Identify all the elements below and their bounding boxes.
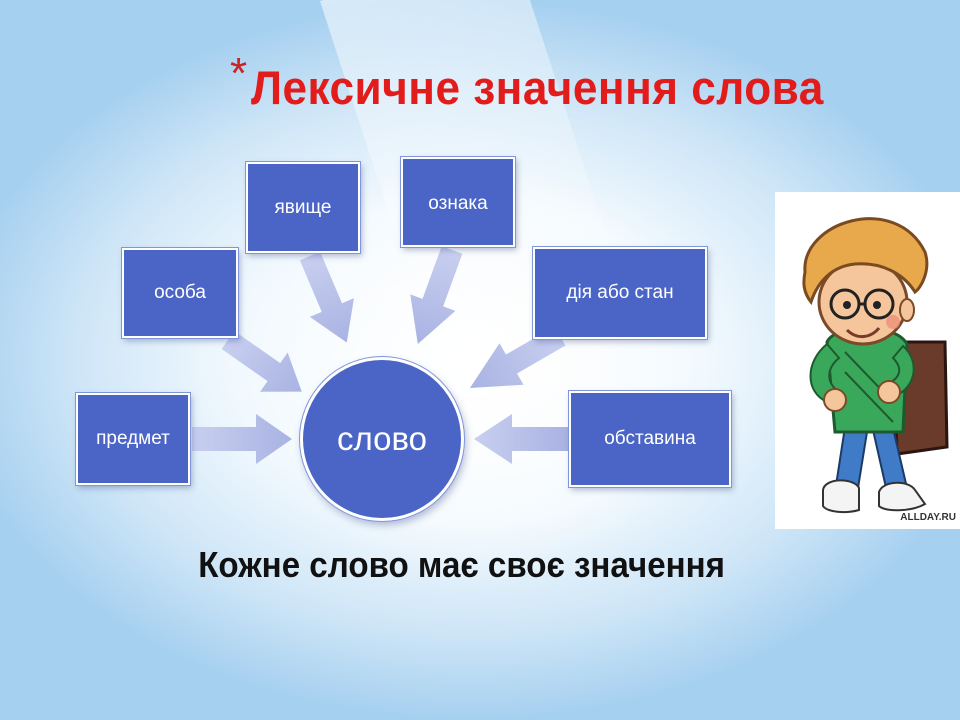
node-osoba: особа bbox=[122, 248, 238, 338]
node-oznaka: ознака bbox=[401, 157, 515, 247]
node-diya: дія або стан bbox=[533, 247, 707, 339]
schoolboy-illustration bbox=[802, 217, 949, 514]
title-block: * Лексичне значення слова bbox=[230, 50, 860, 130]
center-node-slovo: слово bbox=[300, 357, 464, 521]
arrow-obstavyna bbox=[474, 414, 568, 464]
title-bullet: * bbox=[230, 49, 248, 98]
arrow-predmet bbox=[192, 414, 292, 464]
arrow-yavyshche bbox=[299, 251, 354, 343]
arrow-diya bbox=[469, 326, 566, 388]
slide-subtitle: Кожне слово має своє значення bbox=[198, 544, 726, 585]
node-predmet: предмет bbox=[76, 393, 190, 485]
arrow-osoba bbox=[221, 330, 302, 392]
arrow-oznaka bbox=[410, 246, 463, 344]
slide-title: Лексичне значення слова bbox=[251, 61, 824, 114]
node-obstavyna: обставина bbox=[569, 391, 731, 487]
boy-clipart: ALLDAY.RU bbox=[775, 192, 960, 529]
watermark-text: ALLDAY.RU bbox=[900, 512, 956, 523]
node-yavyshche: явище bbox=[246, 162, 360, 253]
